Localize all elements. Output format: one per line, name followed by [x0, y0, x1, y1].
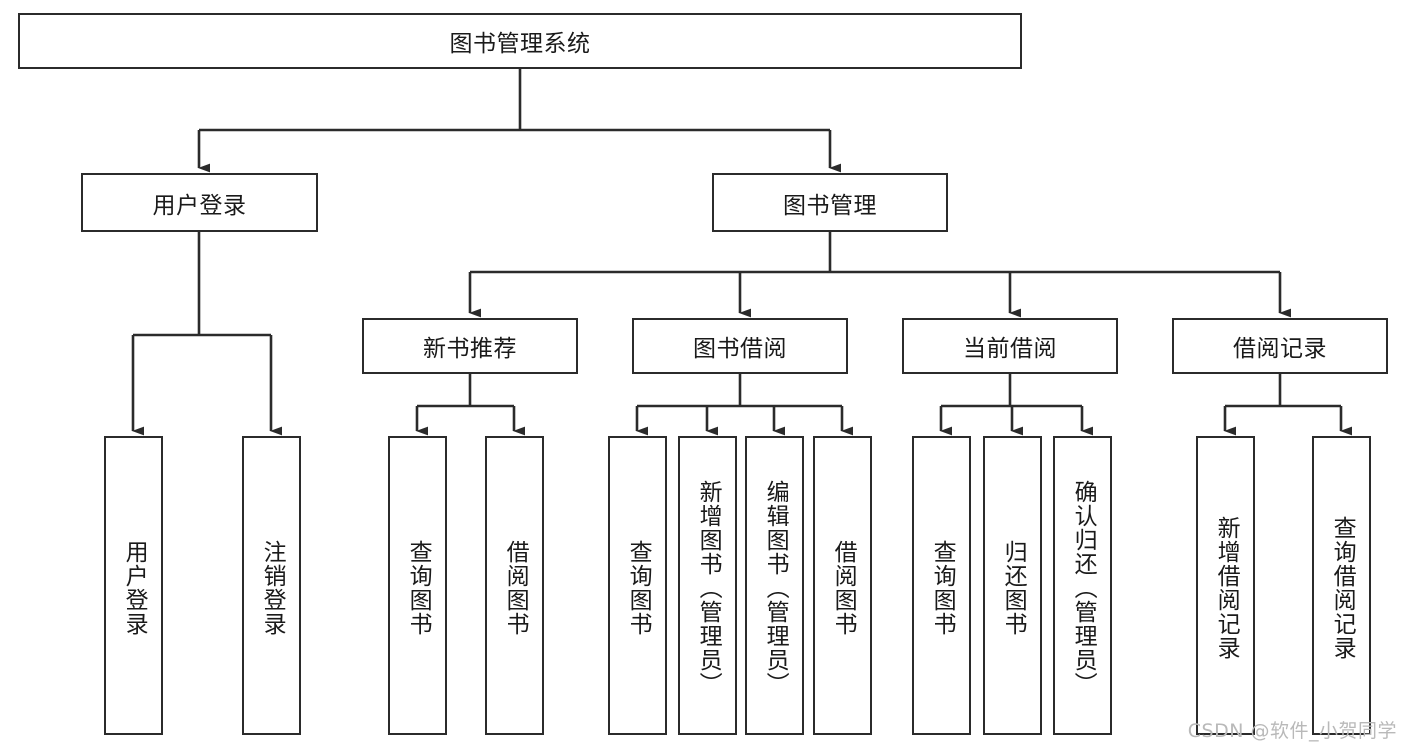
- leaf-borrow-book-label: 借阅图书: [830, 539, 857, 636]
- leaf-edit-book-admin-label: 编辑图书（管理员）: [762, 479, 789, 696]
- leaf-return-book-label: 归还图书: [1000, 539, 1027, 636]
- leaf-query-book-borrow-label: 查询图书: [625, 539, 652, 636]
- leaf-edit-book-admin[interactable]: 编辑图书（管理员）: [745, 436, 804, 735]
- node-book-borrow[interactable]: 图书借阅: [632, 318, 848, 374]
- leaf-add-borrow-record[interactable]: 新增借阅记录: [1196, 436, 1255, 735]
- leaf-user-logout-label: 注销登录: [259, 539, 286, 636]
- node-borrow-record-label: 借阅记录: [1233, 336, 1327, 362]
- node-book-manage[interactable]: 图书管理: [712, 173, 948, 232]
- leaf-query-book-current-label: 查询图书: [929, 539, 956, 636]
- csdn-watermark: CSDN @软件_小贺同学: [1187, 720, 1397, 742]
- leaf-query-book-recommend-label: 查询图书: [405, 539, 432, 636]
- node-current-borrow-label: 当前借阅: [963, 336, 1057, 362]
- node-root-system-label: 图书管理系统: [449, 31, 591, 57]
- node-current-borrow[interactable]: 当前借阅: [902, 318, 1118, 374]
- leaf-query-borrow-record-label: 查询借阅记录: [1329, 515, 1356, 660]
- node-root-system[interactable]: 图书管理系统: [18, 13, 1022, 69]
- node-user-login-label: 用户登录: [152, 192, 247, 219]
- leaf-borrow-book[interactable]: 借阅图书: [813, 436, 872, 735]
- leaf-add-book-admin[interactable]: 新增图书（管理员）: [678, 436, 737, 735]
- node-book-borrow-label: 图书借阅: [693, 336, 787, 362]
- leaf-query-book-current[interactable]: 查询图书: [912, 436, 971, 735]
- leaf-user-login[interactable]: 用户登录: [104, 436, 163, 735]
- leaf-add-book-admin-label: 新增图书（管理员）: [695, 479, 722, 696]
- leaf-user-login-label: 用户登录: [121, 539, 148, 636]
- leaf-user-logout[interactable]: 注销登录: [242, 436, 301, 735]
- node-new-book-recommend-label: 新书推荐: [423, 336, 517, 362]
- leaf-borrow-book-recommend[interactable]: 借阅图书: [485, 436, 544, 735]
- node-user-login[interactable]: 用户登录: [81, 173, 318, 232]
- leaf-return-book[interactable]: 归还图书: [983, 436, 1042, 735]
- leaf-query-book-borrow[interactable]: 查询图书: [608, 436, 667, 735]
- leaf-confirm-return-admin[interactable]: 确认归还（管理员）: [1053, 436, 1112, 735]
- node-book-manage-label: 图书管理: [783, 192, 877, 219]
- leaf-query-book-recommend[interactable]: 查询图书: [388, 436, 447, 735]
- node-new-book-recommend[interactable]: 新书推荐: [362, 318, 578, 374]
- node-borrow-record[interactable]: 借阅记录: [1172, 318, 1388, 374]
- leaf-confirm-return-admin-label: 确认归还（管理员）: [1070, 479, 1097, 696]
- leaf-add-borrow-record-label: 新增借阅记录: [1213, 515, 1240, 660]
- leaf-borrow-book-recommend-label: 借阅图书: [502, 539, 529, 636]
- leaf-query-borrow-record[interactable]: 查询借阅记录: [1312, 436, 1371, 735]
